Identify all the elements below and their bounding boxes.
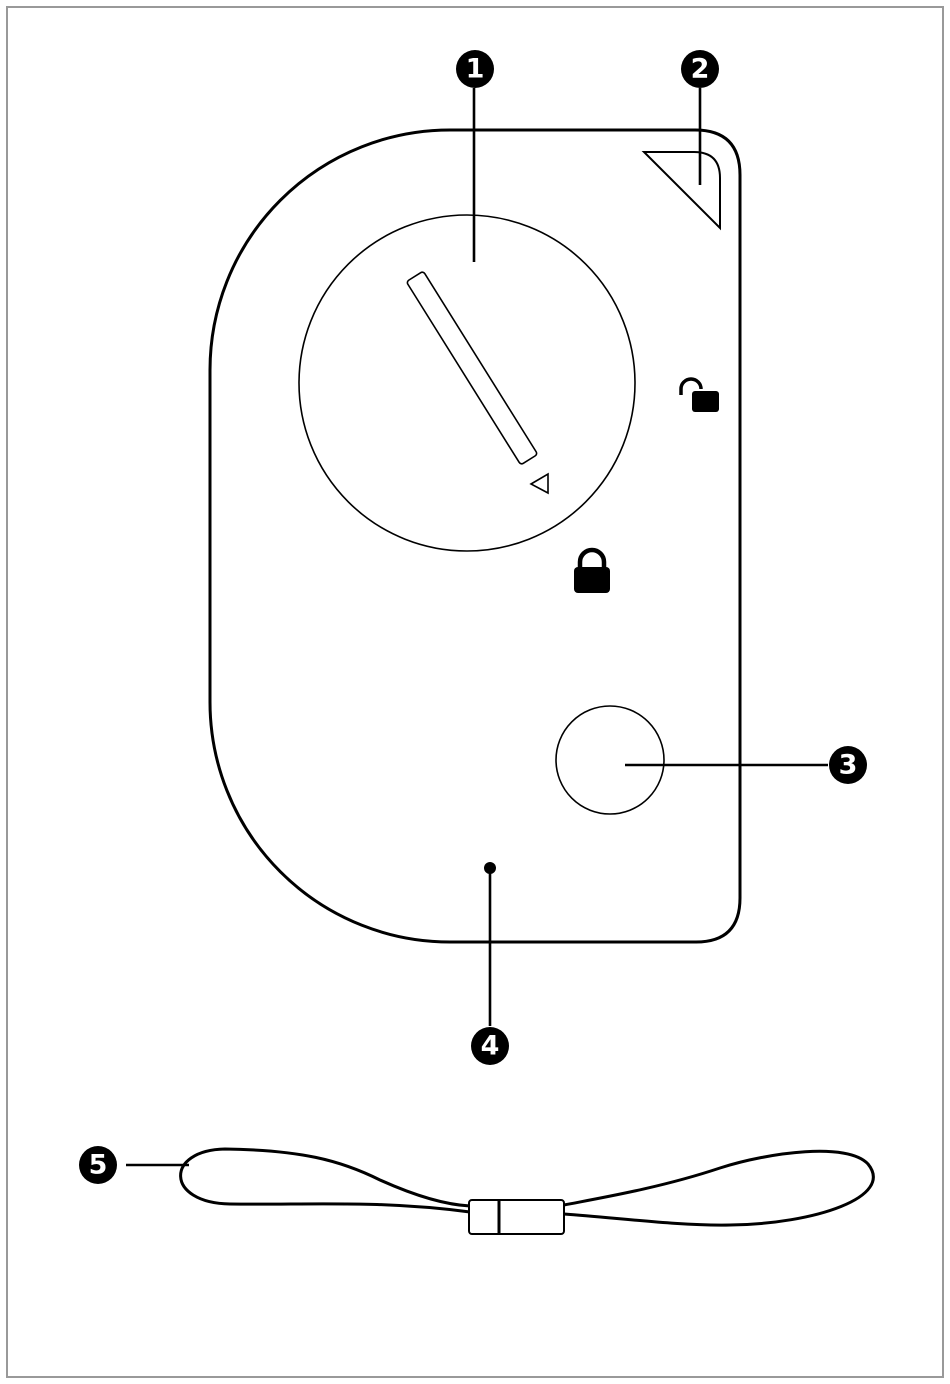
callout-5: 5 bbox=[79, 1146, 117, 1184]
callout-3: 3 bbox=[829, 746, 867, 784]
battery-cover bbox=[299, 215, 635, 551]
wrist-strap bbox=[181, 1149, 874, 1234]
corner-notch bbox=[644, 152, 720, 228]
callout-1: 1 bbox=[456, 50, 494, 88]
callout-5-label: 5 bbox=[89, 1150, 108, 1181]
callout-2: 2 bbox=[681, 50, 719, 88]
callout-1-label: 1 bbox=[466, 54, 485, 85]
callout-4: 4 bbox=[471, 1027, 509, 1065]
strap-left-loop bbox=[181, 1149, 470, 1212]
device-button bbox=[556, 706, 664, 814]
battery-cover-slot bbox=[406, 271, 537, 465]
lock-open-icon bbox=[681, 379, 719, 412]
triangle-marker-icon bbox=[531, 474, 548, 493]
callout-4-label: 4 bbox=[481, 1031, 500, 1062]
strap-right-loop bbox=[564, 1151, 873, 1225]
callout-3-label: 3 bbox=[839, 750, 858, 781]
lock-closed-icon bbox=[574, 550, 610, 593]
callout-2-label: 2 bbox=[691, 54, 710, 85]
battery-cover-circle bbox=[299, 215, 635, 551]
strap-clasp bbox=[469, 1200, 564, 1234]
